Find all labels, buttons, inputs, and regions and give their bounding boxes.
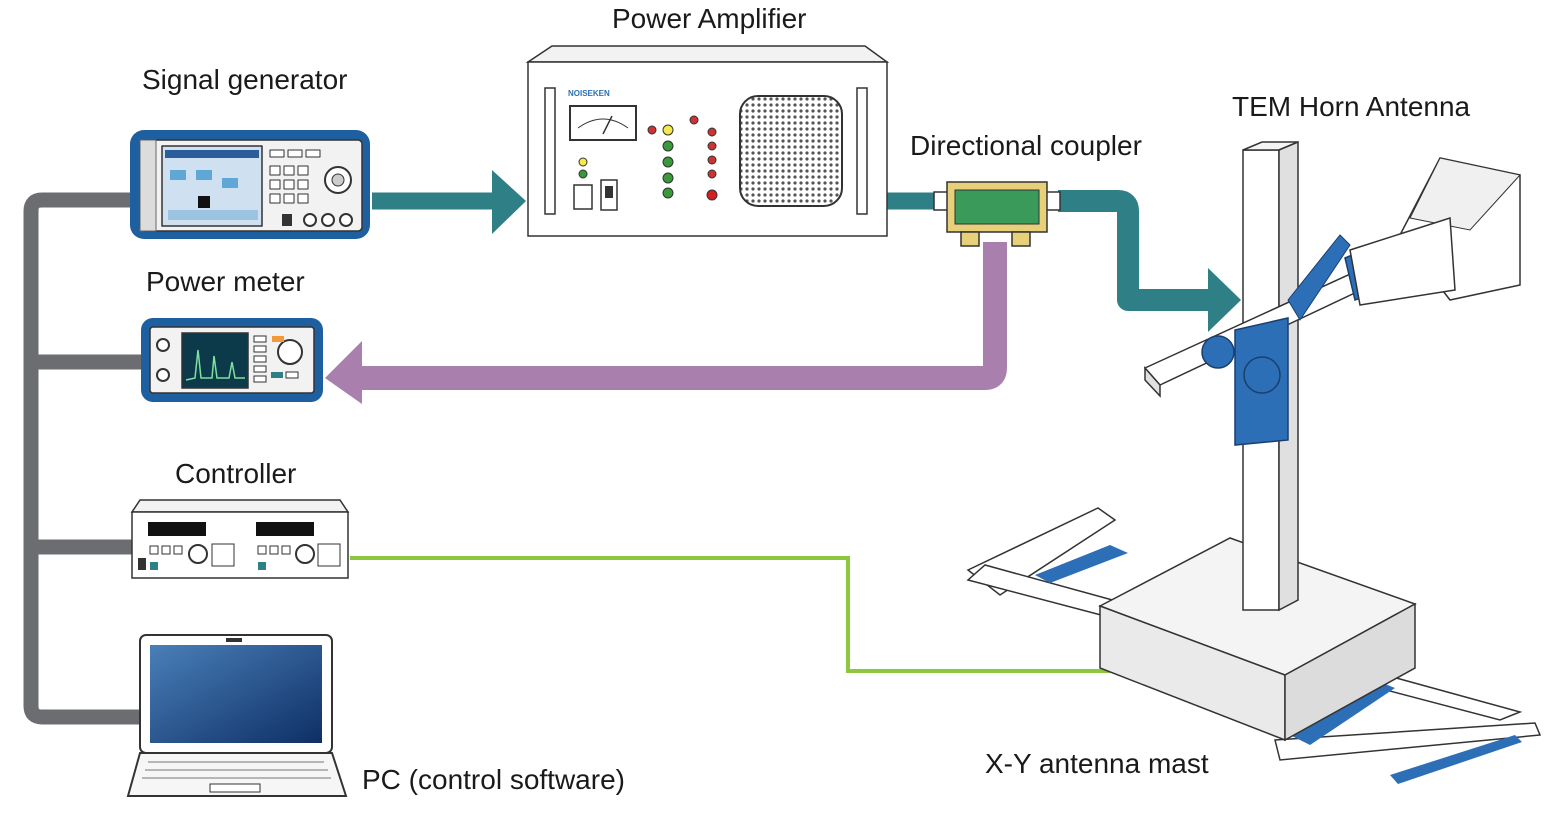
arrow-to-power-meter [325, 341, 362, 404]
label-controller: Controller [175, 458, 296, 489]
controller [130, 499, 350, 579]
xy-antenna-mast [966, 140, 1542, 784]
label-power-meter: Power meter [146, 266, 305, 297]
label-tem-horn-antenna: TEM Horn Antenna [1232, 91, 1471, 122]
power-amplifier: NOISEKEN [525, 45, 890, 237]
label-directional-coupler: Directional coupler [910, 130, 1142, 161]
label-power-amplifier: Power Amplifier [612, 3, 807, 34]
pc-laptop [126, 634, 348, 797]
rf-reflected-path [325, 242, 1007, 404]
svg-text:NOISEKEN: NOISEKEN [568, 89, 610, 98]
control-bus [23, 192, 153, 725]
rf-forward-path [372, 170, 1241, 332]
label-signal-generator: Signal generator [142, 64, 347, 95]
bus-trunk [23, 192, 153, 725]
amplifier-fan-grill [739, 95, 843, 207]
arrow-to-antenna [1208, 268, 1241, 332]
pc-screen [150, 645, 322, 743]
label-xy-antenna-mast: X-Y antenna mast [985, 748, 1209, 779]
amplifier-meter [569, 105, 637, 141]
power-meter [141, 318, 323, 402]
label-pc: PC (control software) [362, 764, 625, 795]
arrow-to-amplifier [492, 170, 526, 234]
directional-coupler [933, 181, 1061, 247]
signal-generator [130, 130, 370, 239]
controller-link [350, 556, 1150, 673]
